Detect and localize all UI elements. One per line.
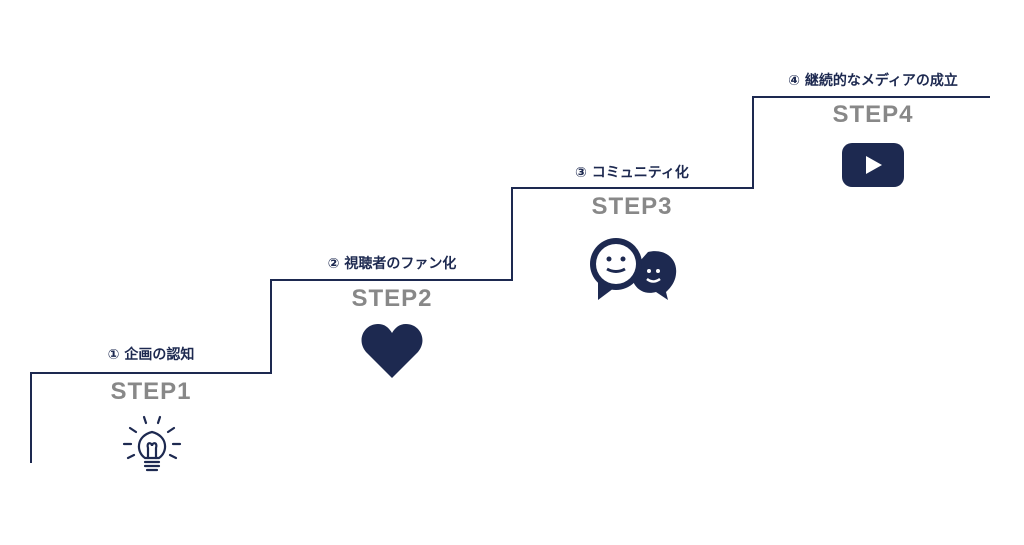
step3-title: STEP3 bbox=[591, 193, 673, 220]
chat-bubbles-icon bbox=[590, 238, 677, 300]
step2-title: STEP2 bbox=[351, 285, 433, 312]
lightbulb-icon bbox=[122, 415, 182, 472]
step1-title: STEP1 bbox=[110, 378, 192, 405]
heart-icon bbox=[361, 324, 423, 378]
step4-title: STEP4 bbox=[832, 101, 914, 128]
step2-label: ② 視聴者のファン化 bbox=[327, 256, 457, 272]
play-button-icon bbox=[842, 143, 904, 187]
step4-label: ④ 継続的なメディアの成立 bbox=[788, 73, 958, 89]
step1-label: ① 企画の認知 bbox=[107, 347, 195, 363]
step3-label: ③ コミュニティ化 bbox=[575, 165, 689, 181]
